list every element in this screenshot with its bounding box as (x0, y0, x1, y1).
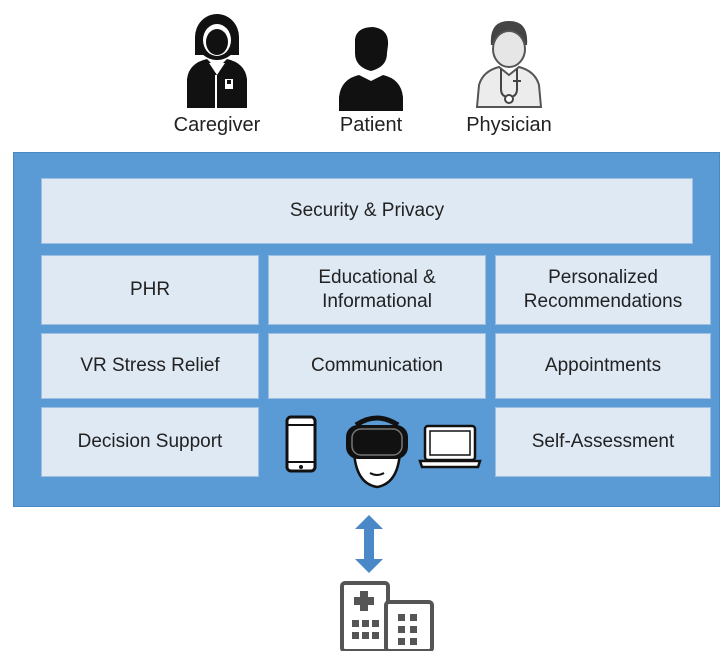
laptop-icon (418, 424, 482, 469)
patient-icon (339, 27, 403, 111)
decision-support-box: Decision Support (41, 407, 259, 477)
educational-box: Educational & Informational (268, 255, 486, 325)
smartphone-icon (285, 415, 317, 473)
devices-group (268, 407, 486, 489)
personalized-recommendations-box: Personalized Recommendations (495, 255, 711, 325)
caregiver-label: Caregiver (173, 114, 261, 136)
security-privacy-box: Security & Privacy (41, 178, 693, 244)
appointments-box: Appointments (495, 333, 711, 399)
hospital-building-icon (340, 581, 434, 651)
phr-box: PHR (41, 255, 259, 325)
communication-box: Communication (268, 333, 486, 399)
caregiver-icon (187, 14, 247, 108)
vr-headset-icon (346, 415, 408, 489)
patient-label: Patient (339, 114, 403, 136)
physician-label: Physician (466, 114, 552, 136)
self-assessment-box: Self-Assessment (495, 407, 711, 477)
physician-icon (475, 21, 543, 108)
bidirectional-arrow-icon (355, 515, 383, 573)
vr-stress-relief-box: VR Stress Relief (41, 333, 259, 399)
